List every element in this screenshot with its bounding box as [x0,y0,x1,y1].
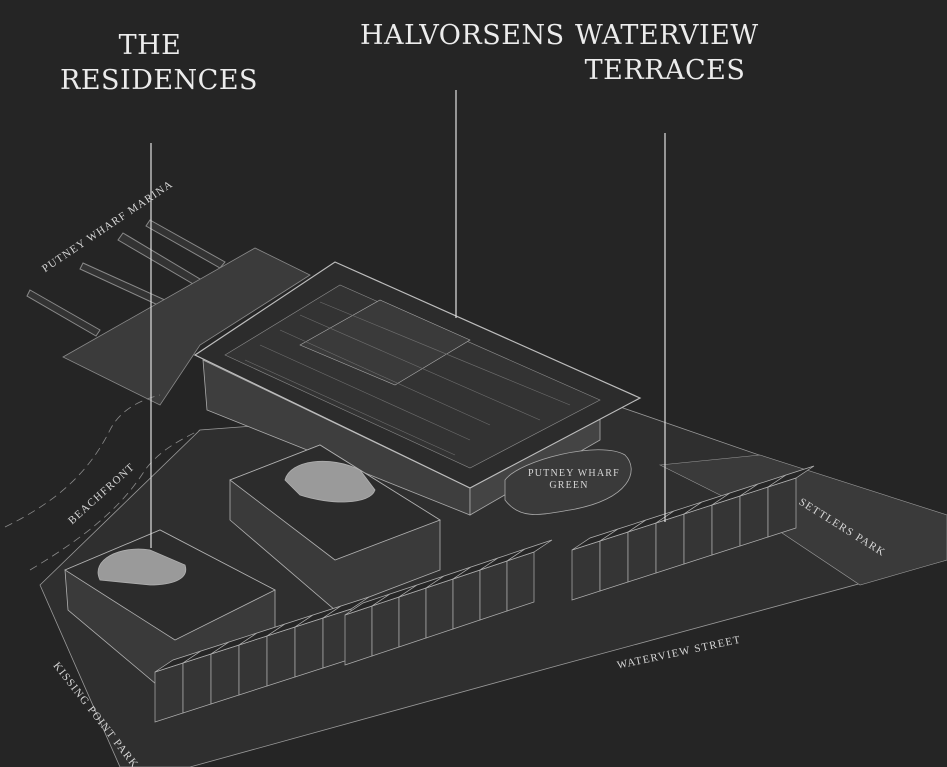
townhouse-unit [425,578,454,639]
townhouse-unit [154,662,184,723]
townhouse-unit [711,495,741,556]
beachfront-shoreline [4,394,201,571]
townhouse-roof [767,465,815,488]
townhouse-unit [182,653,212,714]
label-line: TERRACES [584,55,746,86]
townhouse-unit [599,531,629,592]
townhouse-unit [294,617,324,678]
townhouse-rows [154,465,815,723]
residences-buildings [64,444,441,701]
townhouse-unit [398,587,427,648]
townhouse-unit [238,635,268,696]
label-the-residences: THE RESIDENCES [60,28,259,98]
townhouse-unit [371,596,400,657]
halvorsens-building [193,261,642,516]
label-halvorsens: HALVORSENS [360,20,565,51]
townhouse-unit [452,569,481,630]
townhouse-unit [479,560,508,621]
townhouse-unit [627,522,657,583]
townhouse-roof [506,539,553,562]
marina-deck [62,247,311,406]
label-line: GREEN [549,480,589,491]
label-line: WATERVIEW [575,20,759,51]
townhouse-unit [266,626,296,687]
townhouse-unit [739,486,769,547]
marina-piers [26,219,226,337]
label-line: RESIDENCES [60,65,259,96]
townhouse-unit [655,513,685,574]
label-waterview-terraces: WATERVIEW TERRACES [575,18,759,88]
townhouse-unit [344,605,373,666]
putney-wharf-green [504,449,632,515]
townhouse-unit [767,477,797,538]
townhouse-roof [322,596,370,619]
townhouse-unit [506,551,535,612]
label-putney-wharf-green: PUTNEY WHARF GREEN [528,468,620,492]
label-line: THE [118,30,182,61]
townhouse-unit [210,644,240,705]
townhouse-unit [571,540,601,601]
townhouse-unit [683,504,713,565]
label-line: PUTNEY WHARF [528,468,620,479]
